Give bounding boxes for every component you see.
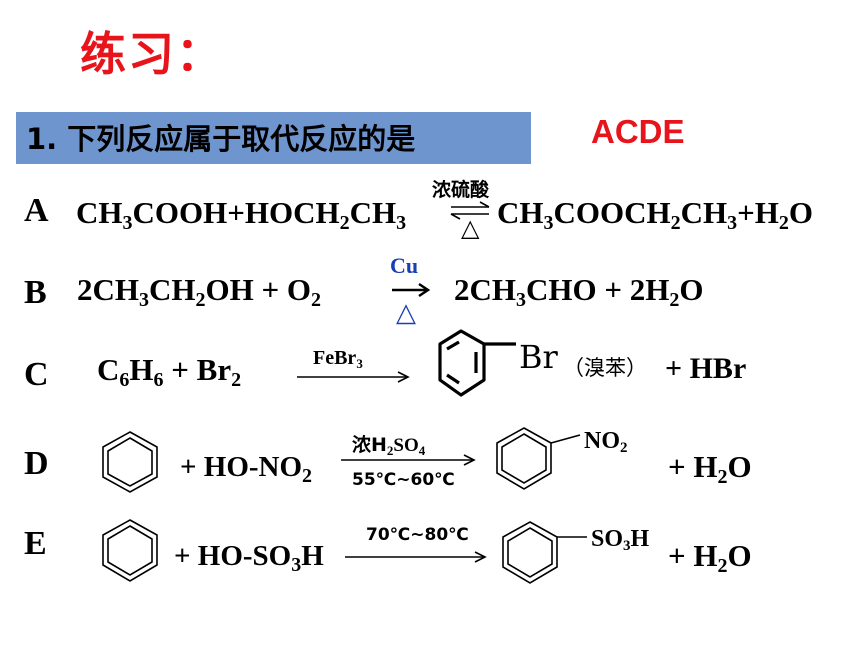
option-letter-c: C: [24, 356, 49, 393]
rxn-e-benzene-reactant: [102, 519, 158, 582]
rxn-a-heat: △: [461, 216, 480, 242]
rxn-d-benzene-product: [496, 427, 581, 490]
rxn-d-byproduct: + H2O: [668, 449, 752, 488]
rxn-d-substituent: NO2: [584, 428, 628, 456]
rxn-d-benzene-reactant: [102, 431, 158, 493]
option-letter-b: B: [24, 274, 47, 311]
rxn-c-substituent: Br: [519, 338, 558, 376]
rxn-a-products: CH3COOCH2CH3+H2O: [497, 195, 814, 234]
rxn-e-benzene-product: [502, 521, 587, 584]
question-text: 1. 下列反应属于取代反应的是: [26, 122, 416, 156]
rxn-e-reagent: + HO-SO3H: [174, 540, 324, 576]
question-banner: [16, 112, 531, 164]
rxn-a-catalyst: 浓硫酸: [432, 179, 490, 201]
option-letter-d: D: [24, 445, 49, 482]
rxn-b-catalyst: Cu: [390, 253, 419, 278]
rxn-c-catalyst: FeBr3: [313, 347, 363, 371]
rxn-c-benzene-ring: [438, 329, 516, 397]
option-letter-e: E: [24, 525, 47, 562]
rxn-c-arrow: [297, 371, 410, 383]
rxn-b-heat: △: [396, 298, 416, 327]
rxn-d-reagent: + HO-NO2: [180, 451, 313, 487]
rxn-a-reactants: CH3COOH+HOCH2CH3: [76, 195, 407, 234]
rxn-c-product-name: （溴苯）: [563, 356, 647, 380]
rxn-e-arrow: [345, 551, 487, 563]
answer-text: ACDE: [591, 113, 685, 150]
rxn-b-products: 2CH3CHO + 2H2O: [454, 272, 704, 311]
option-letter-a: A: [24, 192, 49, 229]
rxn-e-substituent: SO3H: [591, 526, 650, 554]
page-title: 练习：: [80, 27, 224, 81]
rxn-a-reversible-arrow: [450, 201, 490, 220]
rxn-d-condition-bottom: 55℃~60℃: [352, 470, 455, 490]
rxn-d-condition-top: 浓H2SO4: [352, 434, 426, 458]
rxn-e-condition: 70℃~80℃: [366, 525, 469, 545]
rxn-b-reactants: 2CH3CH2OH + O2: [77, 272, 322, 311]
rxn-c-byproduct: + HBr: [665, 352, 747, 385]
rxn-d-arrow: [341, 454, 476, 466]
rxn-e-byproduct: + H2O: [668, 538, 752, 577]
rxn-c-reactants: C6H6 + Br2: [97, 352, 242, 391]
rxn-b-arrow: [392, 282, 431, 298]
